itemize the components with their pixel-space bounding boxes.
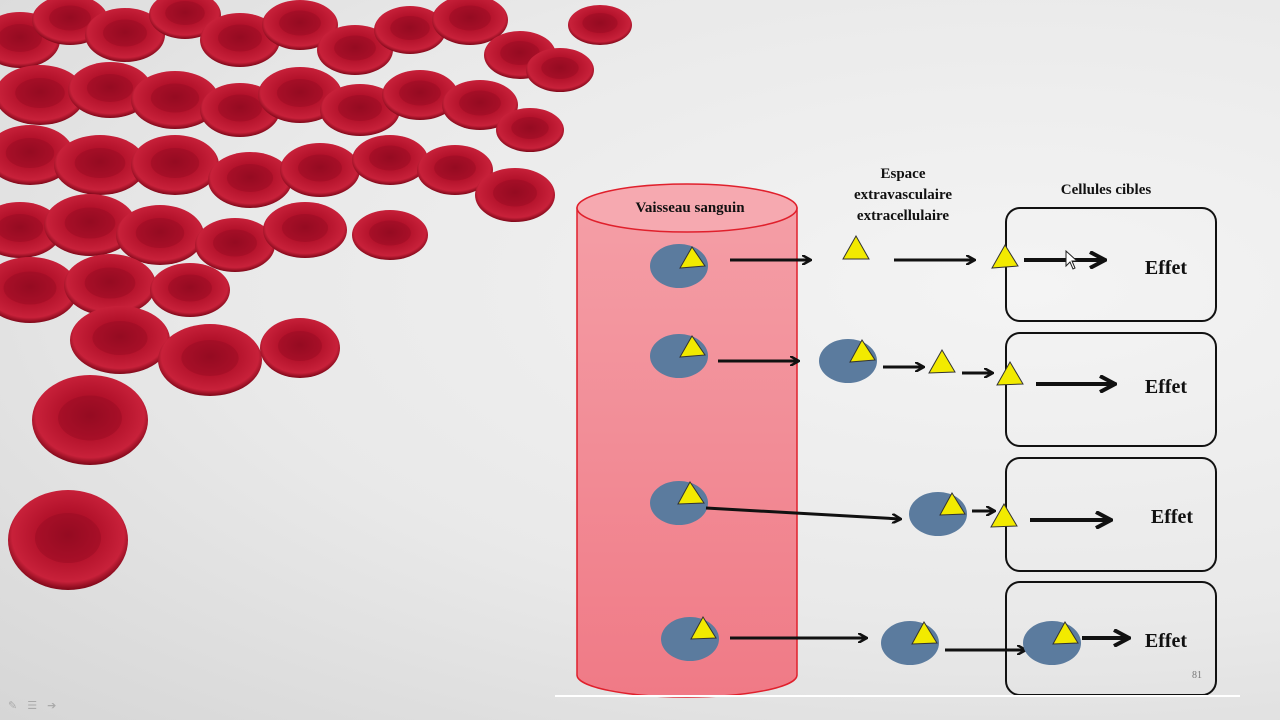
- red-blood-cell-center: [84, 267, 136, 299]
- red-blood-cell-center: [3, 271, 57, 305]
- carrier-protein: [650, 334, 708, 378]
- red-blood-cell-center: [582, 13, 618, 33]
- drug-molecule: [677, 481, 705, 505]
- red-blood-cell-center: [281, 214, 329, 242]
- drug-molecule: [679, 335, 706, 358]
- red-blood-cell-center: [399, 80, 441, 106]
- red-blood-cell-center: [35, 513, 101, 563]
- red-blood-cell-center: [279, 10, 321, 36]
- blood-vessel: [576, 183, 798, 698]
- red-blood-cell-center: [226, 164, 274, 192]
- red-blood-cell-center: [181, 340, 239, 376]
- red-blood-cell-center: [15, 78, 65, 108]
- space-header-line1: Espace: [881, 166, 926, 182]
- red-blood-cells-image: [0, 0, 632, 590]
- bound-drug-molecule: [990, 503, 1018, 528]
- slide-controls: ✎ ☰ ➔: [8, 699, 56, 712]
- drug-molecule: [690, 616, 717, 640]
- red-blood-cell-center: [5, 138, 55, 168]
- red-blood-cell-center: [92, 321, 148, 355]
- red-blood-cell-center: [369, 220, 411, 246]
- drug-molecule: [939, 492, 966, 516]
- pathway-row-3: [650, 481, 1110, 536]
- effect-label-4: Effet: [1145, 630, 1188, 652]
- red-blood-cell-center: [541, 57, 579, 79]
- red-blood-cell-center: [165, 1, 205, 25]
- free-drug-molecule: [928, 349, 956, 374]
- red-blood-cell-center: [334, 35, 376, 61]
- red-blood-cell-center: [278, 331, 322, 361]
- menu-icon[interactable]: ☰: [27, 699, 38, 712]
- red-blood-cell-center: [74, 148, 126, 178]
- drug-molecule: [679, 246, 706, 269]
- pathway-row-1: [650, 234, 1104, 288]
- red-blood-cell-center: [390, 16, 430, 40]
- red-blood-cell-center: [0, 214, 44, 242]
- red-blood-cell-center: [276, 79, 324, 107]
- red-blood-cell-center: [64, 207, 116, 239]
- red-blood-cell-center: [218, 94, 262, 122]
- red-blood-cell-center: [103, 19, 147, 47]
- free-drug-molecule: [842, 234, 870, 260]
- arrow-icon[interactable]: ➔: [47, 699, 57, 712]
- space-header-line2: extravasculaire: [854, 187, 952, 203]
- red-blood-cell-center: [369, 145, 411, 171]
- cursor-icon: [1065, 249, 1079, 270]
- target-cell-box-2: [1005, 332, 1217, 447]
- effect-label-3: Effet: [1151, 506, 1194, 528]
- red-blood-cell-center: [218, 24, 262, 52]
- red-blood-cell-center: [298, 154, 342, 182]
- pencil-icon[interactable]: ✎: [8, 699, 18, 712]
- page-number: 81: [1192, 670, 1202, 681]
- effect-label-1: Effet: [1145, 257, 1188, 279]
- drug-molecule: [1052, 621, 1079, 645]
- red-blood-cell-center: [150, 148, 200, 178]
- vessel-header: Vaisseau sanguin: [635, 200, 745, 216]
- red-blood-cell-center: [49, 5, 91, 31]
- pathway-row-2: [650, 334, 1114, 385]
- red-blood-cell-center: [86, 74, 134, 102]
- red-blood-cell-center: [493, 179, 537, 207]
- pathway-row-4: [661, 616, 1128, 665]
- space-header-line3: extracellulaire: [857, 208, 950, 224]
- red-blood-cell-center: [459, 90, 501, 116]
- red-blood-cell-center: [135, 218, 185, 248]
- red-blood-cell-center: [58, 395, 122, 441]
- red-blood-cell-center: [511, 117, 549, 139]
- drug-molecule: [849, 339, 876, 363]
- red-blood-cell-center: [500, 41, 540, 65]
- arrow: [705, 506, 900, 519]
- red-blood-cell-center: [449, 5, 491, 31]
- red-blood-cell-center: [0, 24, 42, 52]
- target-header: Cellules cibles: [1061, 182, 1152, 198]
- carrier-protein: [661, 617, 719, 661]
- red-blood-cell-center: [434, 155, 476, 181]
- red-blood-cell-center: [150, 83, 200, 113]
- drug-molecule: [911, 621, 938, 645]
- bound-drug-molecule: [996, 361, 1024, 386]
- red-blood-cell-center: [168, 274, 212, 302]
- bound-drug-molecule: [991, 244, 1019, 269]
- red-blood-cell-center: [338, 95, 382, 121]
- red-blood-cell-center: [213, 229, 257, 257]
- effect-label-2: Effet: [1145, 376, 1188, 398]
